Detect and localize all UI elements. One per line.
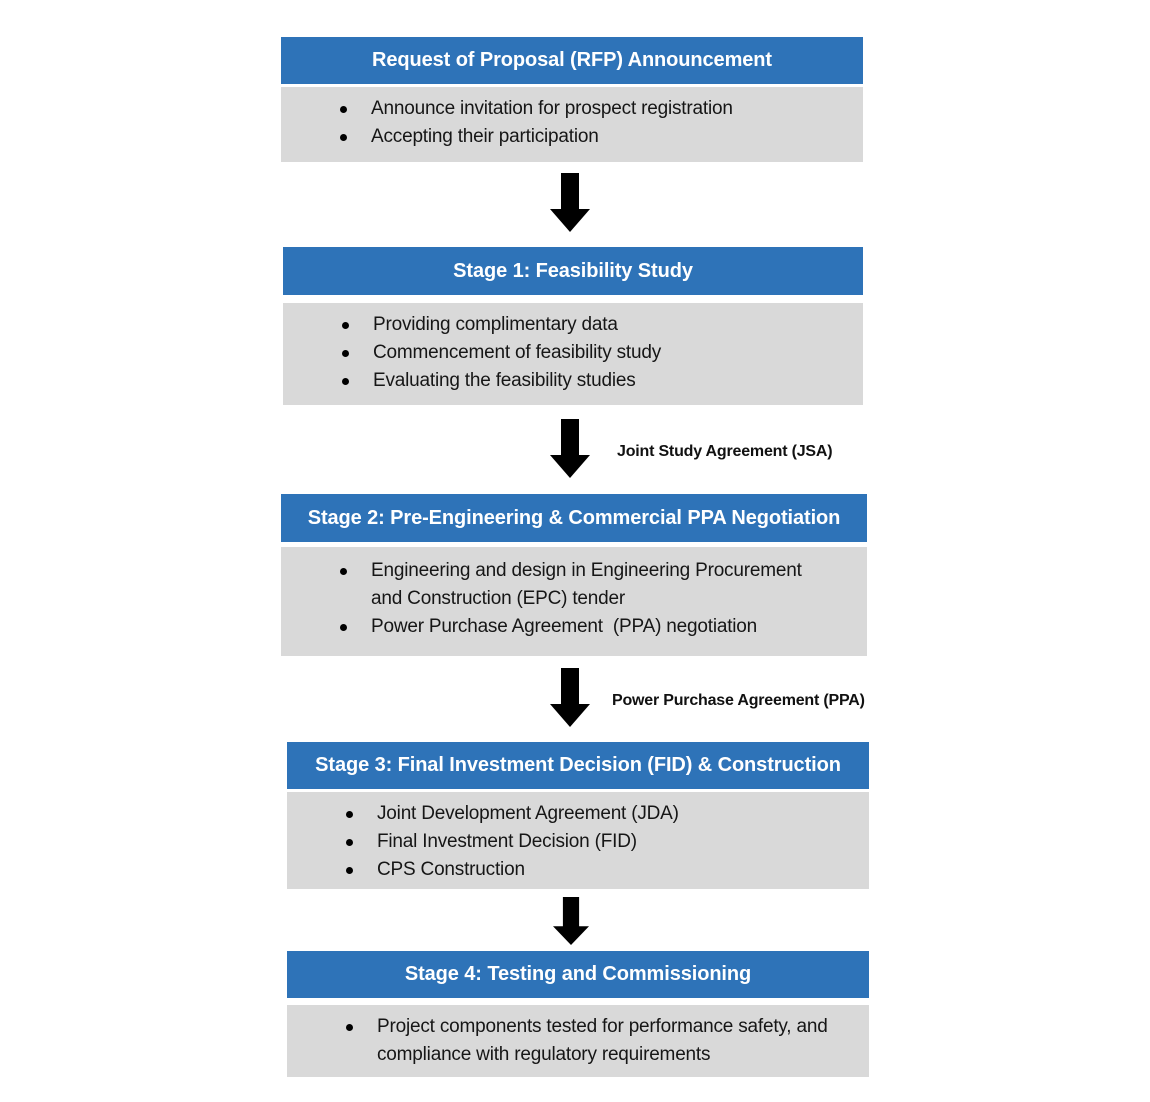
stage-body: Engineering and design in Engineering Pr…: [281, 547, 867, 656]
stage-header: Stage 3: Final Investment Decision (FID)…: [287, 742, 869, 789]
down-arrow-icon: [550, 173, 590, 232]
bullet-item: Providing complimentary data: [283, 311, 823, 339]
stage-body: Providing complimentary data Commencemen…: [283, 303, 863, 405]
stage-block-stage3: Stage 3: Final Investment Decision (FID)…: [287, 742, 869, 889]
bullet-icon: [346, 1024, 353, 1031]
connector-label-jsa: Joint Study Agreement (JSA): [617, 443, 833, 460]
stage-title: Stage 1: Feasibility Study: [453, 259, 693, 282]
down-arrow-icon: [550, 419, 590, 478]
stage-block-stage1: Stage 1: Feasibility Study Providing com…: [283, 247, 863, 405]
connector-label-ppa: Power Purchase Agreement (PPA): [612, 692, 865, 709]
bullet-icon: [346, 867, 353, 874]
stage-header: Stage 1: Feasibility Study: [283, 247, 863, 295]
stage-title: Stage 3: Final Investment Decision (FID)…: [315, 754, 841, 776]
stage-header: Stage 4: Testing and Commissioning: [287, 951, 869, 998]
bullet-icon: [346, 811, 353, 818]
bullet-text: Project components tested for performanc…: [377, 1016, 833, 1065]
bullet-item: Project components tested for performanc…: [287, 1013, 829, 1069]
bullet-text: Announce invitation for prospect registr…: [371, 98, 733, 119]
bullet-item: Power Purchase Agreement (PPA) negotiati…: [281, 613, 827, 641]
bullet-text: Joint Development Agreement (JDA): [377, 803, 679, 824]
bullet-item: Commencement of feasibility study: [283, 339, 823, 367]
bullet-icon: [342, 322, 349, 329]
stage-body: Announce invitation for prospect registr…: [281, 87, 863, 162]
bullet-icon: [340, 106, 347, 113]
bullet-icon: [340, 134, 347, 141]
bullet-item: Accepting their participation: [281, 123, 823, 151]
stage-block-rfp: Request of Proposal (RFP) Announcement A…: [281, 37, 863, 162]
bullet-text: CPS Construction: [377, 859, 525, 880]
bullet-text: Commencement of feasibility study: [373, 342, 662, 363]
bullet-text: Accepting their participation: [371, 126, 599, 147]
stage-block-stage4: Stage 4: Testing and Commissioning Proje…: [287, 951, 869, 1077]
down-arrow-icon: [550, 668, 590, 727]
bullet-text: Final Investment Decision (FID): [377, 831, 637, 852]
bullet-text: Evaluating the feasibility studies: [373, 370, 636, 391]
bullet-text: Power Purchase Agreement (PPA) negotiati…: [371, 616, 758, 637]
bullet-item: Evaluating the feasibility studies: [283, 367, 823, 395]
stage-block-stage2: Stage 2: Pre-Engineering & Commercial PP…: [281, 494, 867, 656]
bullet-item: Announce invitation for prospect registr…: [281, 95, 823, 123]
down-arrow-icon: [553, 897, 589, 945]
stage-title: Stage 4: Testing and Commissioning: [404, 963, 752, 985]
stage-header: Stage 2: Pre-Engineering & Commercial PP…: [281, 494, 867, 542]
bullet-icon: [340, 624, 347, 631]
stage-body: Project components tested for performanc…: [287, 1005, 869, 1077]
bullet-item: Final Investment Decision (FID): [287, 828, 829, 856]
stage-header: Request of Proposal (RFP) Announcement: [281, 37, 863, 84]
bullet-item: Engineering and design in Engineering Pr…: [281, 557, 827, 613]
bullet-icon: [346, 839, 353, 846]
bullet-item: Joint Development Agreement (JDA): [287, 800, 829, 828]
bullet-text: Providing complimentary data: [373, 314, 618, 335]
bullet-icon: [340, 568, 347, 575]
bullet-icon: [342, 378, 349, 385]
stage-title: Request of Proposal (RFP) Announcement: [372, 49, 772, 71]
stage-title: Stage 2: Pre-Engineering & Commercial PP…: [307, 506, 841, 529]
bullet-text: Engineering and design in Engineering Pr…: [371, 560, 807, 609]
bullet-icon: [342, 350, 349, 357]
bullet-item: CPS Construction: [287, 856, 829, 884]
stage-body: Joint Development Agreement (JDA) Final …: [287, 792, 869, 889]
